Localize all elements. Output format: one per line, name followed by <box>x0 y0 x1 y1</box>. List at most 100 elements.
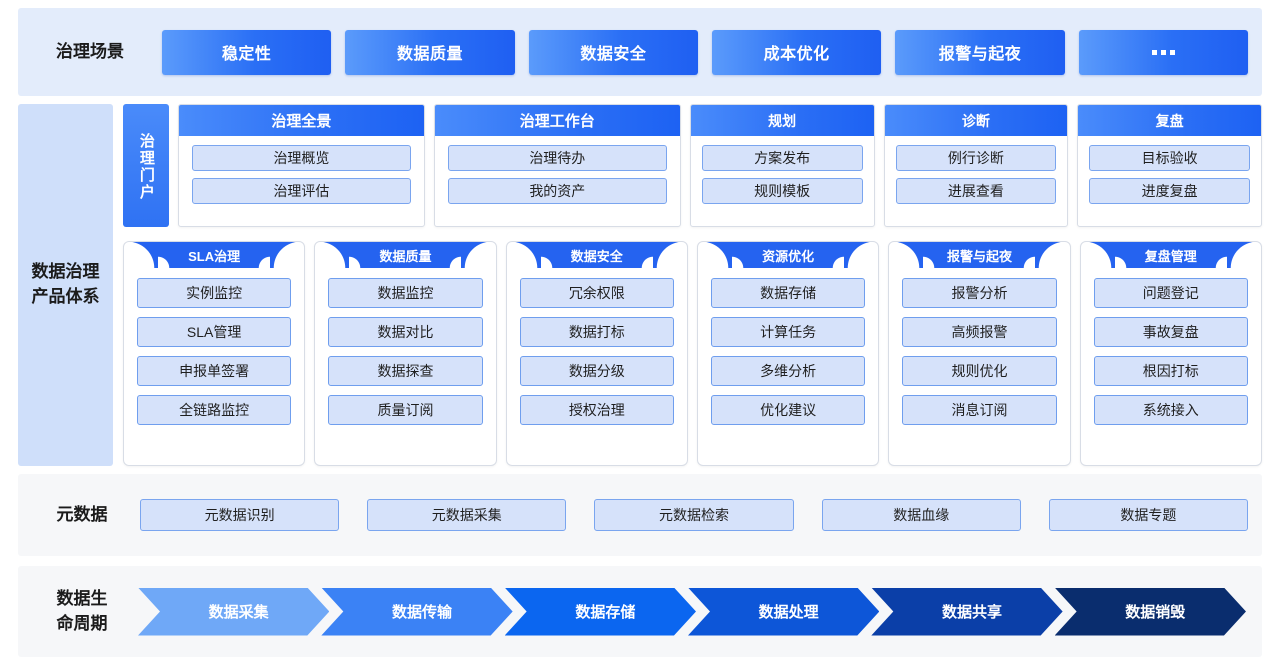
lifecycle-step-storage[interactable]: 数据存储 <box>505 588 696 636</box>
metadata-chip-search[interactable]: 元数据检索 <box>594 499 794 531</box>
module-chip-message-subscription[interactable]: 消息订阅 <box>902 395 1057 425</box>
portal-card-planning: 规划 方案发布 规则模板 <box>689 104 875 227</box>
module-chip-issue-registration[interactable]: 问题登记 <box>1093 278 1248 308</box>
module-chip-data-storage[interactable]: 数据存储 <box>710 278 866 308</box>
portal-card-title: 复盘 <box>1078 105 1261 136</box>
scenario-button-cost-optimization[interactable]: 成本优化 <box>711 29 882 75</box>
portal-chip-governance-assessment[interactable]: 治理评估 <box>192 178 411 204</box>
metadata-label: 元数据 <box>56 504 108 524</box>
module-chip-system-integration[interactable]: 系统接入 <box>1093 395 1248 425</box>
portal-card-governance-workbench: 治理工作台 治理待办 我的资产 <box>433 104 681 227</box>
portal-card-items: 治理待办 我的资产 <box>435 136 680 226</box>
lifecycle-step-label: 数据销毁 <box>1125 604 1186 621</box>
portal-chip-rule-template[interactable]: 规则模板 <box>701 178 863 204</box>
scenario-button-stability[interactable]: 稳定性 <box>162 29 332 75</box>
module-card-title: 复盘管理 <box>1114 242 1227 268</box>
portal-chip-routine-diagnosis[interactable]: 例行诊断 <box>895 145 1057 171</box>
module-chip-data-tagging[interactable]: 数据打标 <box>519 317 674 347</box>
lifecycle-step-collection[interactable]: 数据采集 <box>138 588 329 636</box>
lifecycle-step-processing[interactable]: 数据处理 <box>688 588 879 636</box>
metadata-list: 元数据识别 元数据采集 元数据检索 数据血缘 数据专题 <box>128 499 1262 531</box>
scenario-button-alerting[interactable]: 报警与起夜 <box>895 29 1065 75</box>
scenario-button-data-security[interactable]: 数据安全 <box>528 29 698 75</box>
module-chip-sla-management[interactable]: SLA管理 <box>137 317 292 347</box>
metadata-chip-collection[interactable]: 元数据采集 <box>367 499 567 531</box>
module-chip-compute-tasks[interactable]: 计算任务 <box>710 317 866 347</box>
module-chip-high-frequency-alerts[interactable]: 高频报警 <box>902 317 1057 347</box>
module-chip-full-link-monitoring[interactable]: 全链路监控 <box>137 395 292 425</box>
module-card-title: 资源优化 <box>732 242 845 268</box>
data-lifecycle-steps: 数据采集 数据传输 数据存储 数据处理 数据共享 数据销毁 <box>128 588 1262 636</box>
module-chip-declaration-signing[interactable]: 申报单签署 <box>137 356 292 386</box>
module-card-review-management: 复盘管理 问题登记 事故复盘 根因打标 系统接入 <box>1079 241 1262 466</box>
product-module-strip: SLA治理 实例监控 SLA管理 申报单签署 全链路监控 数据质量 数据监控 数… <box>123 241 1262 466</box>
module-chip-incident-review[interactable]: 事故复盘 <box>1093 317 1248 347</box>
module-card-title: SLA治理 <box>158 242 271 268</box>
metadata-chip-data-topic[interactable]: 数据专题 <box>1048 499 1249 531</box>
portal-chip-plan-release[interactable]: 方案发布 <box>701 145 863 171</box>
module-chip-root-cause-tagging[interactable]: 根因打标 <box>1093 356 1248 386</box>
lifecycle-step-label: 数据采集 <box>208 604 269 621</box>
module-chip-rule-optimization[interactable]: 规则优化 <box>902 356 1057 386</box>
product-system-label-line2: 产品体系 <box>31 287 100 306</box>
lifecycle-step-label: 数据共享 <box>941 604 1002 621</box>
governance-portal-strip: 治理门户 治理全景 治理概览 治理评估 治理工作台 治理待办 我的资产 <box>123 104 1262 227</box>
portal-card-governance-panorama: 治理全景 治理概览 治理评估 <box>178 104 425 227</box>
metadata-chip-data-lineage[interactable]: 数据血缘 <box>821 499 1021 531</box>
module-chip-data-monitoring[interactable]: 数据监控 <box>328 278 483 308</box>
lifecycle-step-label: 数据存储 <box>575 604 636 621</box>
module-chip-quality-subscription[interactable]: 质量订阅 <box>328 395 483 425</box>
module-card-data-quality: 数据质量 数据监控 数据对比 数据探查 质量订阅 <box>314 241 497 466</box>
governance-portal-tab[interactable]: 治理门户 <box>123 104 169 227</box>
metadata-section: 元数据 元数据识别 元数据采集 元数据检索 数据血缘 数据专题 <box>18 474 1262 556</box>
module-chip-alert-analysis[interactable]: 报警分析 <box>902 278 1057 308</box>
governance-scenarios-list: 稳定性 数据质量 数据安全 成本优化 报警与起夜 <box>146 29 1262 75</box>
governance-scenarios-section: 治理场景 稳定性 数据质量 数据安全 成本优化 报警与起夜 <box>18 8 1262 96</box>
lifecycle-step-label: 数据处理 <box>758 604 819 621</box>
lifecycle-step-destruction[interactable]: 数据销毁 <box>1055 588 1246 636</box>
module-chip-redundant-permissions[interactable]: 冗余权限 <box>519 278 674 308</box>
portal-card-diagnosis: 诊断 例行诊断 进展查看 <box>883 104 1069 227</box>
data-lifecycle-label-line2: 命周期 <box>56 613 108 633</box>
metadata-chip-identification[interactable]: 元数据识别 <box>140 499 340 531</box>
portal-card-title: 治理全景 <box>179 105 424 136</box>
product-system-side-label: 数据治理 产品体系 <box>18 104 113 466</box>
portal-card-title: 治理工作台 <box>434 105 680 136</box>
module-card-sla-governance: SLA治理 实例监控 SLA管理 申报单签署 全链路监控 <box>123 241 306 466</box>
module-card-resource-optimization: 资源优化 数据存储 计算任务 多维分析 优化建议 <box>696 241 880 466</box>
portal-chip-progress-view[interactable]: 进展查看 <box>895 178 1057 204</box>
module-chip-multi-dimensional-analysis[interactable]: 多维分析 <box>710 356 866 386</box>
portal-card-items: 目标验收 进度复盘 <box>1078 136 1261 226</box>
portal-chip-progress-review[interactable]: 进度复盘 <box>1089 178 1250 204</box>
portal-chip-my-assets[interactable]: 我的资产 <box>447 178 667 204</box>
module-card-title: 数据安全 <box>540 242 653 268</box>
portal-card-review: 复盘 目标验收 进度复盘 <box>1077 104 1262 227</box>
governance-scenarios-label: 治理场景 <box>56 41 124 61</box>
ellipsis-icon <box>1151 49 1175 55</box>
module-chip-data-comparison[interactable]: 数据对比 <box>328 317 483 347</box>
product-system-content: 治理门户 治理全景 治理概览 治理评估 治理工作台 治理待办 我的资产 <box>123 104 1262 466</box>
scenario-button-data-quality[interactable]: 数据质量 <box>345 29 515 75</box>
portal-card-title: 诊断 <box>884 105 1068 136</box>
module-chip-data-classification[interactable]: 数据分级 <box>519 356 674 386</box>
module-chip-authorization-governance[interactable]: 授权治理 <box>519 395 674 425</box>
portal-card-items: 治理概览 治理评估 <box>179 136 424 226</box>
portal-card-title: 规划 <box>690 105 874 136</box>
lifecycle-step-transmission[interactable]: 数据传输 <box>321 588 512 636</box>
lifecycle-step-sharing[interactable]: 数据共享 <box>871 588 1062 636</box>
module-card-title: 报警与起夜 <box>923 242 1036 268</box>
governance-portal-tab-label: 治理门户 <box>137 132 155 201</box>
portal-chip-goal-acceptance[interactable]: 目标验收 <box>1089 145 1250 171</box>
module-card-data-security: 数据安全 冗余权限 数据打标 数据分级 授权治理 <box>505 241 688 466</box>
portal-chip-governance-todo[interactable]: 治理待办 <box>447 145 667 171</box>
module-chip-data-exploration[interactable]: 数据探查 <box>328 356 483 386</box>
module-chip-optimization-suggestions[interactable]: 优化建议 <box>710 395 866 425</box>
module-card-alerting: 报警与起夜 报警分析 高频报警 规则优化 消息订阅 <box>888 241 1071 466</box>
data-lifecycle-label: 数据生 命周期 <box>36 587 128 636</box>
data-lifecycle-section: 数据生 命周期 数据采集 数据传输 数据存储 数据处理 数据共享 数据销毁 <box>18 566 1262 657</box>
scenario-button-more[interactable] <box>1078 29 1248 75</box>
portal-card-items: 例行诊断 进展查看 <box>885 136 1068 226</box>
portal-chip-governance-overview[interactable]: 治理概览 <box>192 145 411 171</box>
module-chip-instance-monitoring[interactable]: 实例监控 <box>137 278 292 308</box>
